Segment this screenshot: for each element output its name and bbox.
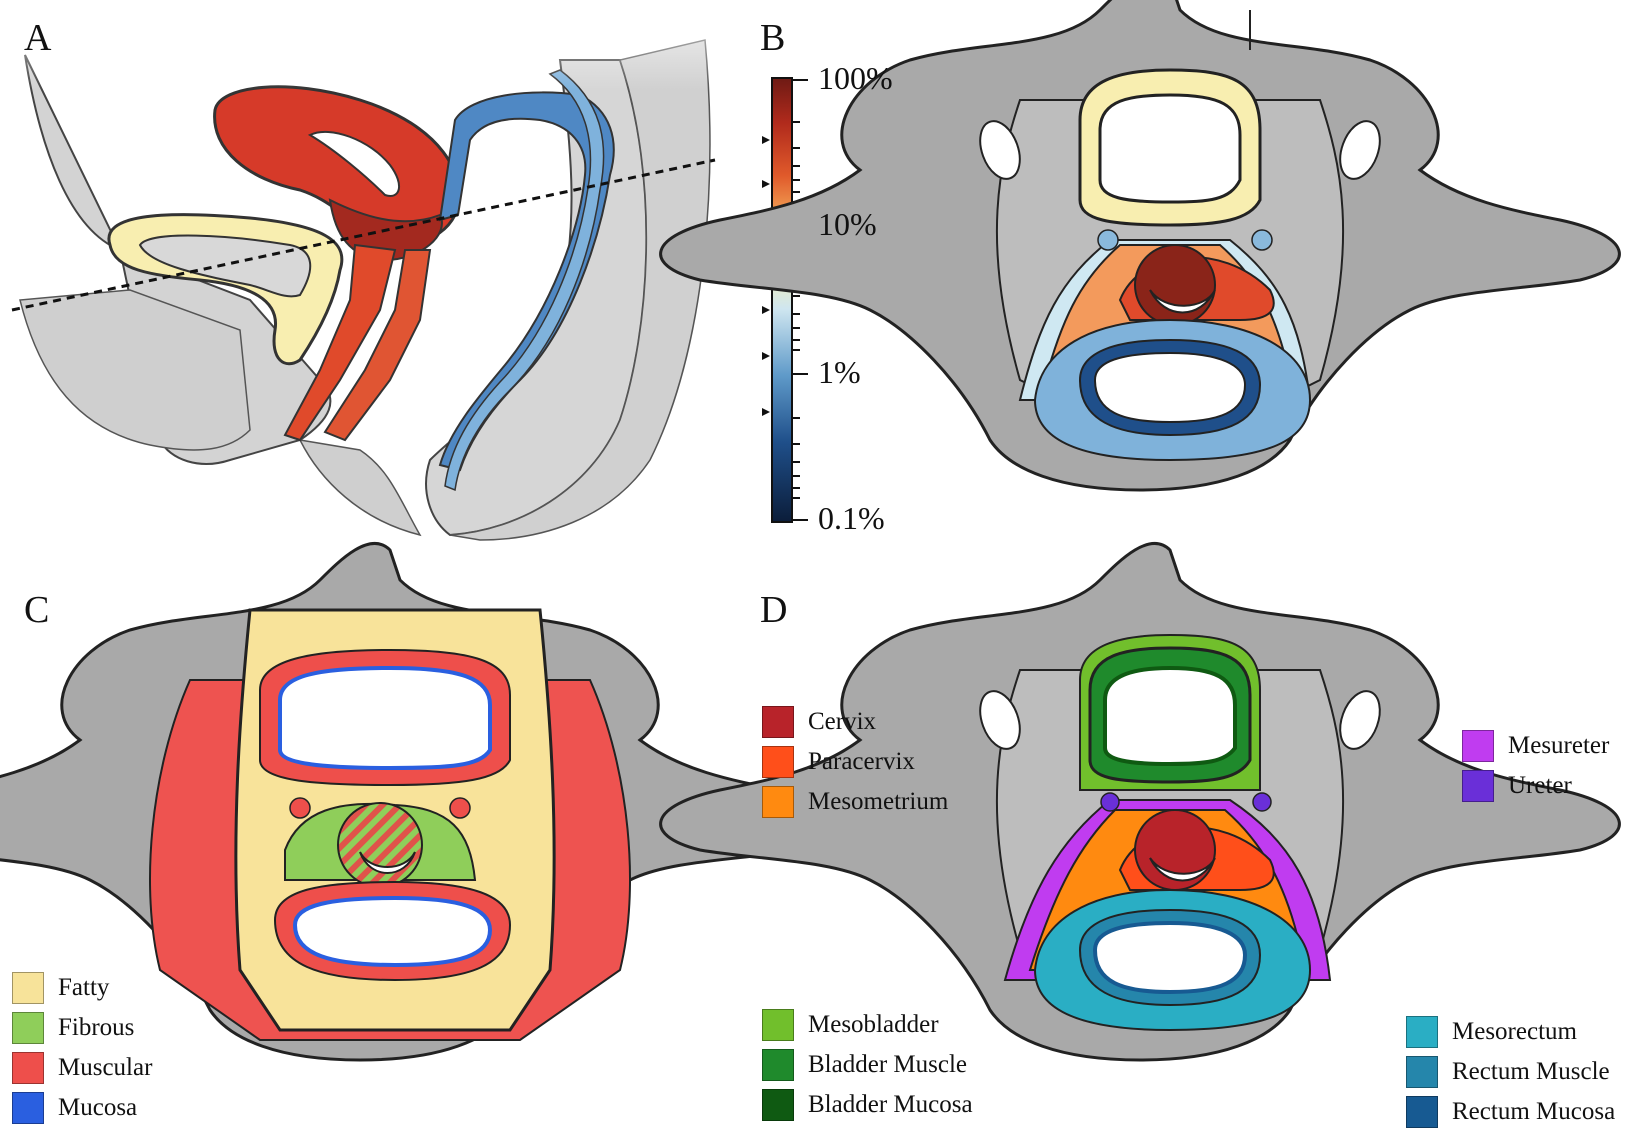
colorbar-label-10: 10% — [818, 206, 877, 242]
legend-label: Fibrous — [58, 1014, 135, 1041]
legend-label: Mesureter — [1508, 732, 1610, 759]
legend-label: Cervix — [808, 708, 877, 735]
legend-swatch — [12, 1092, 44, 1124]
legend-label: Fatty — [58, 974, 110, 1001]
legend-label: Ureter — [1508, 772, 1572, 799]
legend-item: Rectum Muscle — [1406, 1052, 1615, 1092]
legend-item: Mesureter — [1462, 726, 1609, 766]
legend-label: Mesorectum — [1452, 1018, 1577, 1045]
legend-item: Rectum Mucosa — [1406, 1092, 1615, 1132]
legend-swatch — [762, 1009, 794, 1041]
legend-item: Fatty — [12, 968, 152, 1008]
section-plane-line — [11, 158, 716, 312]
legend-swatch — [762, 706, 794, 738]
panel-b-axial-dose-map — [659, 0, 1621, 492]
panel-label-b: B — [760, 17, 786, 59]
legend-swatch — [1406, 1096, 1438, 1128]
panel-label-a: A — [24, 17, 52, 59]
legend-item: Mesometrium — [762, 782, 948, 822]
panel-c-tissue-type-map — [0, 541, 841, 1062]
legend-swatch — [1462, 730, 1494, 762]
colorbar-label-100: 100% — [818, 60, 893, 96]
legend-swatch — [762, 1049, 794, 1081]
colorbar-label-1: 1% — [818, 354, 861, 390]
legend-swatch — [12, 1052, 44, 1084]
legend-swatch — [12, 972, 44, 1004]
legend-label: Mesometrium — [808, 788, 949, 815]
legend-label: Mesobladder — [808, 1011, 939, 1038]
legend-item: Fibrous — [12, 1008, 152, 1048]
legend-item: Mucosa — [12, 1088, 152, 1128]
legend-label: Paracervix — [808, 748, 915, 775]
legend-label: Bladder Muscle — [808, 1051, 967, 1078]
legend-swatch — [762, 746, 794, 778]
legend-label: Rectum Muscle — [1452, 1058, 1610, 1085]
legend-swatch — [1406, 1056, 1438, 1088]
legend-swatch — [762, 786, 794, 818]
legend-item: Cervix — [762, 702, 948, 742]
panel-d-region-map — [659, 541, 1621, 1062]
legend-label: Mucosa — [58, 1094, 138, 1121]
legend-label: Muscular — [58, 1054, 153, 1081]
colorbar-label-0-1: 0.1% — [818, 500, 885, 536]
legend-swatch — [1406, 1016, 1438, 1048]
panel-a-sagittal-diagram — [0, 0, 720, 541]
legend-item: Muscular — [12, 1048, 152, 1088]
colorbar — [762, 77, 808, 523]
legend-item: Bladder Muscle — [762, 1045, 973, 1085]
panel-label-d: D — [760, 589, 788, 631]
legend-swatch — [12, 1012, 44, 1044]
legend-item: Bladder Mucosa — [762, 1085, 973, 1125]
legend-item: Paracervix — [762, 742, 948, 782]
panel-label-c: C — [24, 589, 50, 631]
legend-item: Mesobladder — [762, 1005, 973, 1045]
legend-item: Mesorectum — [1406, 1012, 1615, 1052]
legend-label: Bladder Mucosa — [808, 1091, 973, 1118]
legend-label: Rectum Mucosa — [1452, 1098, 1616, 1125]
legend-item: Ureter — [1462, 766, 1609, 806]
legend-swatch — [1462, 770, 1494, 802]
legend-swatch — [762, 1089, 794, 1121]
